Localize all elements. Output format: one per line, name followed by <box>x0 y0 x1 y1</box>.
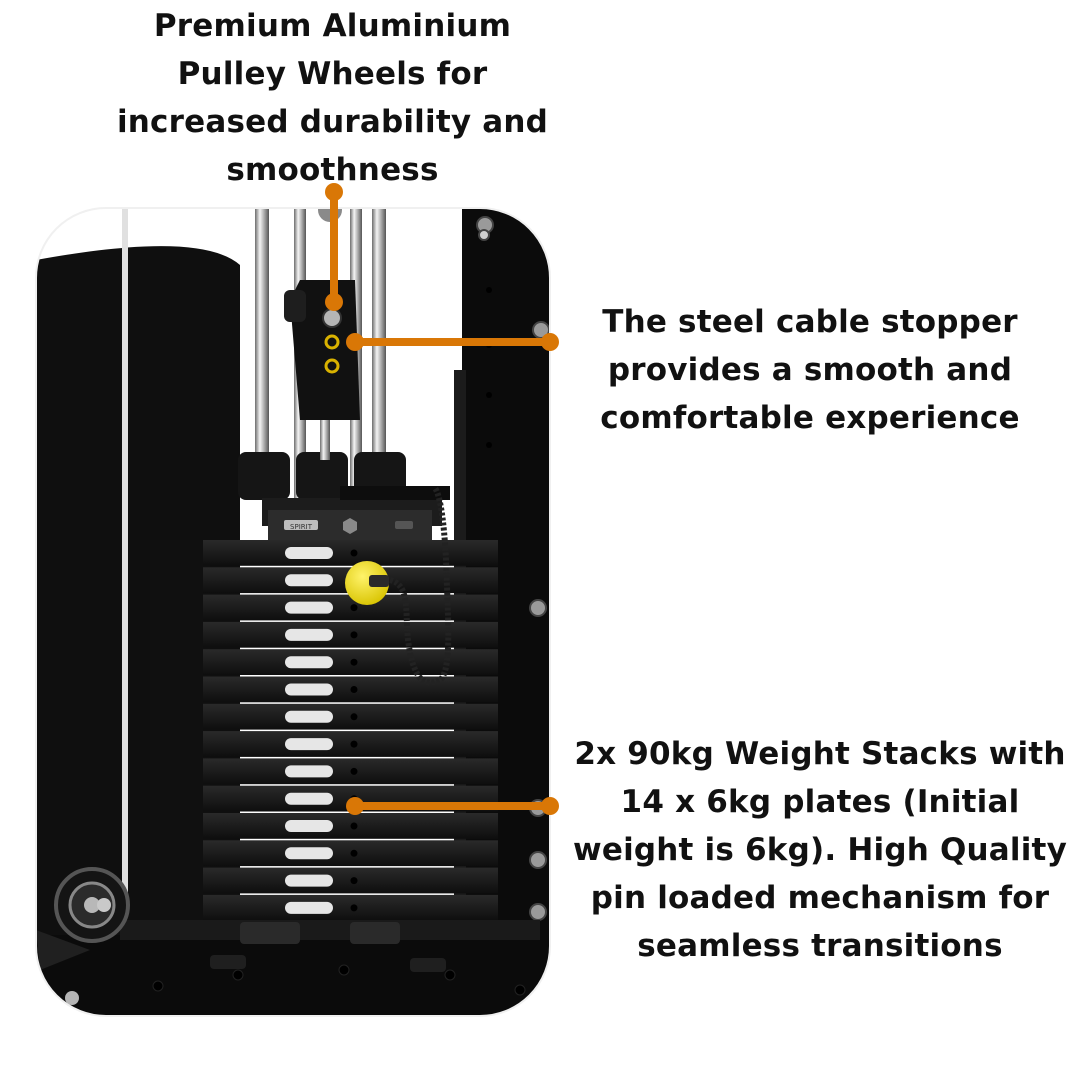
pin-lanyard <box>388 486 452 686</box>
plate-label <box>285 710 333 723</box>
base-frame <box>36 935 550 1016</box>
weight-stacks-caption: 2x 90kg Weight Stacks with 14 x 6kg plat… <box>573 736 1067 964</box>
weight-plate <box>203 840 498 867</box>
weight-plate <box>203 649 498 675</box>
pin-hole <box>350 822 358 830</box>
cable-stopper-caption: The steel cable stopper provides a smoot… <box>600 304 1020 436</box>
plate-label <box>285 792 333 805</box>
pin-hole <box>350 604 358 612</box>
pin-hole <box>350 549 358 557</box>
weight-plate <box>203 676 498 703</box>
callout-dot-stack-left <box>346 797 364 815</box>
weight-plate <box>203 813 498 839</box>
weight-plate <box>203 894 498 921</box>
callout-line-pulley <box>330 190 338 308</box>
pulley-wheel-icon <box>54 867 130 943</box>
plate-label <box>285 547 333 559</box>
weight-plate <box>203 540 498 566</box>
weight-plate <box>203 867 498 894</box>
pin-hole <box>350 631 358 639</box>
selector-pin[interactable] <box>345 561 389 605</box>
cable-stopper <box>284 280 360 450</box>
callout-dot-pulley-top <box>325 183 343 201</box>
guide-rod-right <box>372 208 386 498</box>
pin-hole <box>350 686 358 693</box>
callout-dot-pulley-bottom <box>325 293 343 311</box>
callout-dot-stack-right <box>541 797 559 815</box>
pin-hole <box>350 713 358 721</box>
plate-label <box>285 874 333 887</box>
weight-plate <box>203 758 498 785</box>
callout-dot-stopper-right <box>541 333 559 351</box>
plate-label <box>285 901 333 914</box>
callout-dot-stopper-left <box>346 333 364 351</box>
weight-plate <box>203 621 498 648</box>
pin-hole <box>350 767 358 775</box>
callout-line-stopper <box>355 338 550 346</box>
pulley-wheels-caption: Premium Aluminium Pulley Wheels for incr… <box>116 8 549 188</box>
weight-plate <box>203 731 498 757</box>
product-photo: SPIRIT <box>36 208 550 1016</box>
plate-label <box>285 683 333 696</box>
weight-plate <box>203 594 498 621</box>
pin-hole <box>350 658 358 666</box>
plate-label <box>285 847 333 860</box>
plate-label <box>285 628 333 641</box>
plate-label <box>285 820 333 832</box>
callout-line-stack <box>355 802 550 810</box>
weight-plate <box>203 703 498 730</box>
top-plate-label: SPIRIT <box>290 523 313 531</box>
plate-label <box>285 765 333 778</box>
plate-label <box>285 574 333 587</box>
pin-hole <box>350 904 358 912</box>
pin-hole <box>350 877 358 885</box>
plate-label <box>285 601 333 614</box>
plate-label <box>285 738 333 751</box>
pin-hole <box>350 740 358 748</box>
guide-rod-left <box>255 208 269 498</box>
pin-hole <box>350 849 358 857</box>
plate-label <box>285 656 333 669</box>
